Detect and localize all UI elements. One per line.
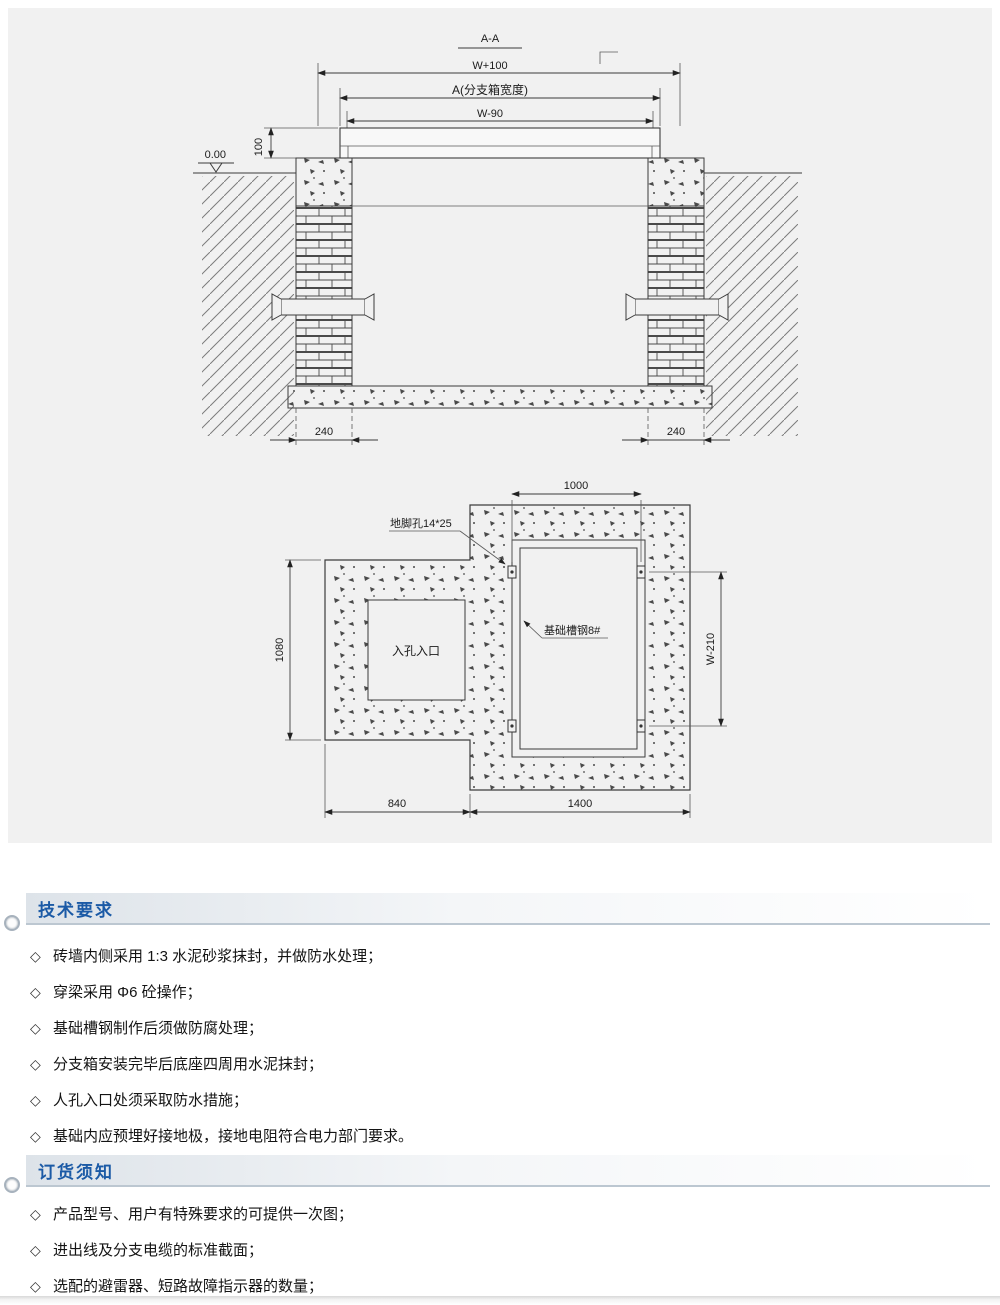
diamond-bullet: ◇ xyxy=(30,1242,41,1258)
item-text: 选配的避雷器、短路故障指示器的数量； xyxy=(52,1278,323,1295)
dim-overall-width: W+100 xyxy=(472,60,507,72)
diamond-bullet: ◇ xyxy=(30,1092,41,1108)
dim-wall-right: 240 xyxy=(667,426,685,438)
technical-drawings: A-A W+100 A(分支箱宽度) W-90 xyxy=(193,33,802,818)
manhole-label: 入孔入口 xyxy=(392,644,440,658)
dim-frame-height: W-210 xyxy=(705,633,717,665)
ring-decoration xyxy=(4,915,20,931)
diamond-bullet: ◇ xyxy=(30,1206,41,1222)
bottom-slab xyxy=(287,385,713,409)
diamond-bullet: ◇ xyxy=(30,1056,41,1072)
right-wall-concrete-cap xyxy=(647,157,705,207)
dim-manhole-height: 1080 xyxy=(274,638,286,662)
tech-requirement-item: ◇ 穿梁采用 Φ6 砼操作； xyxy=(30,974,980,1010)
left-brick-wall xyxy=(295,205,353,387)
tech-requirements-list: ◇ 砖墙内侧采用 1:3 水泥砂浆抹封，并做防水处理； ◇ 穿梁采用 Φ6 砼操… xyxy=(30,938,980,1154)
dim-box-width: A(分支箱宽度) xyxy=(452,82,528,97)
channel-frame-inner xyxy=(519,547,638,750)
diamond-bullet: ◇ xyxy=(30,1278,41,1294)
tech-section-title: 技术要求 xyxy=(38,900,114,920)
ring-decoration xyxy=(4,1177,20,1193)
channel-frame-outer xyxy=(511,539,646,758)
manhole-opening xyxy=(367,599,466,701)
order-note-item: ◇ 进出线及分支电缆的标准截面； xyxy=(30,1232,980,1268)
anchor-bolt xyxy=(636,719,646,733)
dim-frame-width: 1000 xyxy=(564,480,588,492)
item-text: 穿梁采用 Φ6 砼操作； xyxy=(52,984,202,1001)
diamond-bullet: ◇ xyxy=(30,984,41,1000)
item-text: 人孔入口处须采取防水措施； xyxy=(52,1092,248,1109)
anchor-bolt xyxy=(636,565,646,579)
right-brick-wall xyxy=(647,205,705,387)
cross-section-view: A-A W+100 A(分支箱宽度) W-90 xyxy=(193,33,802,446)
top-slab xyxy=(339,127,661,159)
section-title-label: A-A xyxy=(481,33,500,45)
tech-requirement-item: ◇ 基础内应预埋好接地极，接地电阻符合电力部门要求。 xyxy=(30,1118,980,1154)
corner-mark xyxy=(599,51,618,64)
dim-base-width: 1400 xyxy=(568,798,592,810)
page-bottom-edge xyxy=(0,1296,1000,1305)
diamond-bullet: ◇ xyxy=(30,1128,41,1144)
section-header-order: 订货须知 xyxy=(26,1155,990,1187)
level-symbol xyxy=(209,162,223,173)
dim-wall-left: 240 xyxy=(315,426,333,438)
anchor-hole-label: 地脚孔14*25 xyxy=(390,516,452,530)
diamond-bullet: ◇ xyxy=(30,1020,41,1036)
order-section-title: 订货须知 xyxy=(38,1162,114,1182)
left-through-beam xyxy=(271,293,375,321)
item-text: 产品型号、用户有特殊要求的可提供一次图； xyxy=(52,1206,353,1223)
left-wall-concrete-cap xyxy=(295,157,353,207)
dim-slab-height: 100 xyxy=(253,138,265,156)
order-note-item: ◇ 选配的避雷器、短路故障指示器的数量； xyxy=(30,1268,980,1304)
order-note-item: ◇ 产品型号、用户有特殊要求的可提供一次图； xyxy=(30,1196,980,1232)
dim-manhole-width: 840 xyxy=(388,798,406,810)
level-label: 0.00 xyxy=(205,149,226,161)
channel-steel-label: 基础槽钢8# xyxy=(544,624,601,637)
section-header-tech: 技术要求 xyxy=(26,893,990,925)
tech-requirement-item: ◇ 分支箱安装完毕后底座四周用水泥抹封； xyxy=(30,1046,980,1082)
item-text: 进出线及分支电缆的标准截面； xyxy=(52,1242,263,1259)
tech-requirement-item: ◇ 人孔入口处须采取防水措施； xyxy=(30,1082,980,1118)
item-text: 基础内应预埋好接地极，接地电阻符合电力部门要求。 xyxy=(52,1128,413,1145)
plan-view: 入孔入口 10 xyxy=(274,480,727,818)
diamond-bullet: ◇ xyxy=(30,948,41,964)
anchor-bolt xyxy=(507,719,517,733)
item-text: 分支箱安装完毕后底座四周用水泥抹封； xyxy=(52,1056,323,1073)
right-through-beam xyxy=(625,293,729,321)
tech-requirement-item: ◇ 基础槽钢制作后须做防腐处理； xyxy=(30,1010,980,1046)
item-text: 砖墙内侧采用 1:3 水泥砂浆抹封，并做防水处理； xyxy=(52,948,383,965)
tech-requirement-item: ◇ 砖墙内侧采用 1:3 水泥砂浆抹封，并做防水处理； xyxy=(30,938,980,974)
item-text: 基础槽钢制作后须做防腐处理； xyxy=(52,1020,263,1037)
anchor-bolt xyxy=(507,565,517,579)
order-notes-list: ◇ 产品型号、用户有特殊要求的可提供一次图； ◇ 进出线及分支电缆的标准截面； … xyxy=(30,1196,980,1304)
dim-inner-width: W-90 xyxy=(477,108,503,120)
